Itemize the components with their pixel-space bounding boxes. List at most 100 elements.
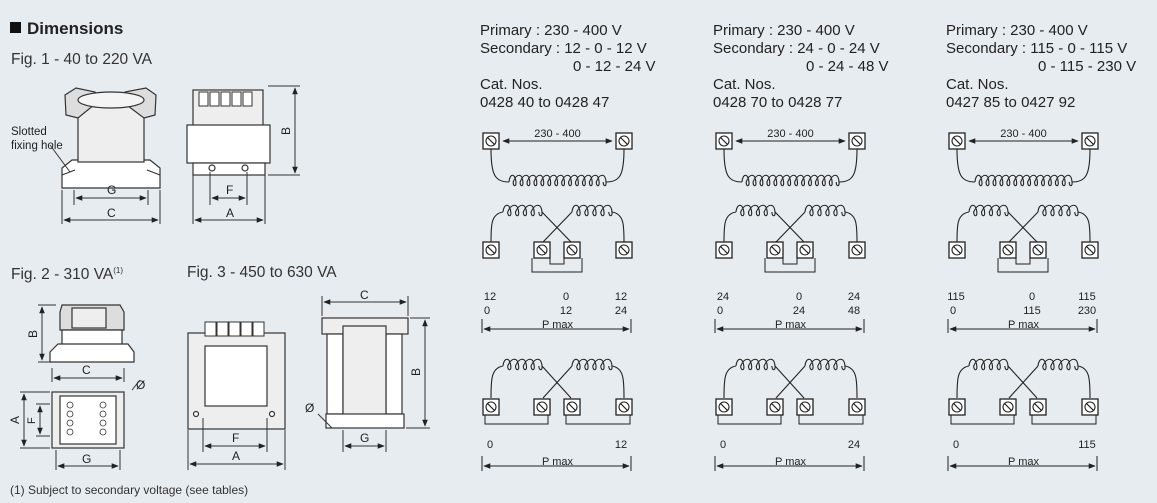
- terminal-screw-icon: [1084, 244, 1096, 256]
- panel3-primary: Primary : 230 - 400 V: [946, 22, 1088, 39]
- terminal-screw-slot: [801, 246, 809, 254]
- primary-span-label: 230 - 400: [534, 128, 580, 140]
- wiring-panels: 230 - 400 12 0 0 12 12 24 P max 0 12 P max 230 - 40…: [481, 128, 1099, 471]
- secondary-leads: [490, 211, 625, 243]
- primary-lead: [723, 148, 858, 183]
- fig1-front-view: [186, 89, 271, 176]
- panel3-cat: 0427 85 to 0427 92: [946, 94, 1076, 111]
- pmax2-label: P max: [775, 456, 806, 468]
- fig2-dim-phi: Ø: [136, 378, 145, 392]
- tap-mid-2: 12: [560, 305, 572, 317]
- terminal-screw-icon: [851, 401, 863, 413]
- terminal-screw-icon: [485, 135, 497, 147]
- terminal-screw-icon: [951, 401, 963, 413]
- terminal-screw-icon: [618, 135, 630, 147]
- primary-lead: [956, 148, 1091, 183]
- terminal-screw-icon: [566, 401, 578, 413]
- terminal-screw-slot: [801, 403, 809, 411]
- primary-span-label: 230 - 400: [767, 128, 813, 140]
- fig3-side-dims: [317, 296, 430, 452]
- parallel-links: [484, 415, 631, 425]
- panel2-primary: Primary : 230 - 400 V: [713, 22, 855, 39]
- primary-span-label: 230 - 400: [1000, 128, 1046, 140]
- fig2-dim-a: A: [8, 416, 22, 424]
- terminal-screw-icon: [951, 135, 963, 147]
- fixing-hole-label: fixing hole: [11, 140, 63, 152]
- terminal-screw-icon: [851, 244, 863, 256]
- terminal-screw-icon: [951, 244, 963, 256]
- panel2-cat-label: Cat. Nos.: [713, 76, 776, 93]
- terminal-screw-icon: [536, 244, 548, 256]
- parallel-coil-left: [502, 358, 543, 371]
- terminal-screw-slot: [1004, 403, 1012, 411]
- terminal-screw-icon: [485, 244, 497, 256]
- fig2-footnote-mark: (1): [113, 266, 124, 275]
- terminal-screw-slot: [568, 403, 576, 411]
- terminal-screw-slot: [720, 246, 728, 254]
- primary-coil: [508, 174, 607, 187]
- parallel-tap-right: 12: [615, 439, 627, 451]
- parallel-tap-right: 24: [848, 439, 860, 451]
- tap-right-1: 24: [848, 291, 860, 303]
- terminal-screw-icon: [769, 244, 781, 256]
- fig3-dim-c: C: [360, 288, 369, 302]
- panel3-spec: Primary : 230 - 400 V Secondary : 115 - …: [946, 22, 1136, 112]
- fig3-dim-b: B: [409, 368, 423, 376]
- terminal-screw-slot: [620, 137, 628, 145]
- fig3-dim-g: G: [360, 431, 369, 445]
- parallel-links: [717, 415, 864, 425]
- fig3-caption: Fig. 3 - 450 to 630 VA: [187, 264, 337, 281]
- tap-left-2: 0: [484, 305, 490, 317]
- tap-left-1: 12: [484, 291, 496, 303]
- secondary-coil-right: [571, 204, 613, 217]
- terminal-screw-icon: [485, 401, 497, 413]
- fig2-caption-text: Fig. 2 - 310 VA: [11, 266, 114, 284]
- tap-left-2: 0: [717, 305, 723, 317]
- terminal-screw-slot: [538, 246, 546, 254]
- terminal-screw-icon: [618, 244, 630, 256]
- parallel-coil-right: [804, 358, 846, 371]
- parallel-coil-left: [968, 358, 1009, 371]
- pmax-label: P max: [542, 319, 573, 331]
- terminal-screw-slot: [720, 137, 728, 145]
- pmax2-label: P max: [1008, 456, 1039, 468]
- slotted-label: Slotted: [11, 126, 47, 138]
- tap-right-2: 48: [848, 305, 860, 317]
- terminal-screw-slot: [853, 403, 861, 411]
- terminal-screw-icon: [1084, 401, 1096, 413]
- secondary-leads: [723, 211, 858, 243]
- tap-right-1: 12: [615, 291, 627, 303]
- terminal-screw-icon: [799, 244, 811, 256]
- fig1-front-dims: [192, 85, 300, 224]
- bridge-link: [764, 258, 816, 273]
- tap-mid-2: 115: [1023, 305, 1041, 317]
- parallel-tap-right: 115: [1078, 439, 1096, 451]
- terminal-screw-slot: [1004, 246, 1012, 254]
- fig1-caption: Fig. 1 - 40 to 220 VA: [11, 51, 153, 68]
- tap-right-1: 115: [1078, 291, 1096, 303]
- panel2-secondary2: 0 - 24 - 48 V: [806, 58, 889, 75]
- tap-mid-1: 0: [796, 291, 802, 303]
- tap-right-2: 230: [1078, 305, 1096, 317]
- fig1-dim-g: G: [107, 183, 116, 197]
- pmax-label: P max: [1008, 319, 1039, 331]
- section-title-text: Dimensions: [27, 19, 124, 38]
- terminal-screw-slot: [1086, 403, 1094, 411]
- fig1-dim-lines: [61, 190, 161, 224]
- panel2-spec: Primary : 230 - 400 V Secondary : 24 - 0…: [713, 22, 889, 112]
- terminal-screw-icon: [618, 401, 630, 413]
- fig2-dim-g: G: [82, 452, 91, 466]
- fig3-front-dims: [187, 418, 286, 470]
- panel3-secondary2: 0 - 115 - 230 V: [1038, 58, 1137, 75]
- secondary-coil-left: [735, 204, 776, 217]
- terminal-screw-slot: [771, 246, 779, 254]
- parallel-tap-left: 0: [487, 439, 493, 451]
- terminal-screw-slot: [1086, 137, 1094, 145]
- fig3-side-view: [321, 317, 409, 429]
- terminal-screw-slot: [1086, 246, 1094, 254]
- terminal-screw-slot: [953, 137, 961, 145]
